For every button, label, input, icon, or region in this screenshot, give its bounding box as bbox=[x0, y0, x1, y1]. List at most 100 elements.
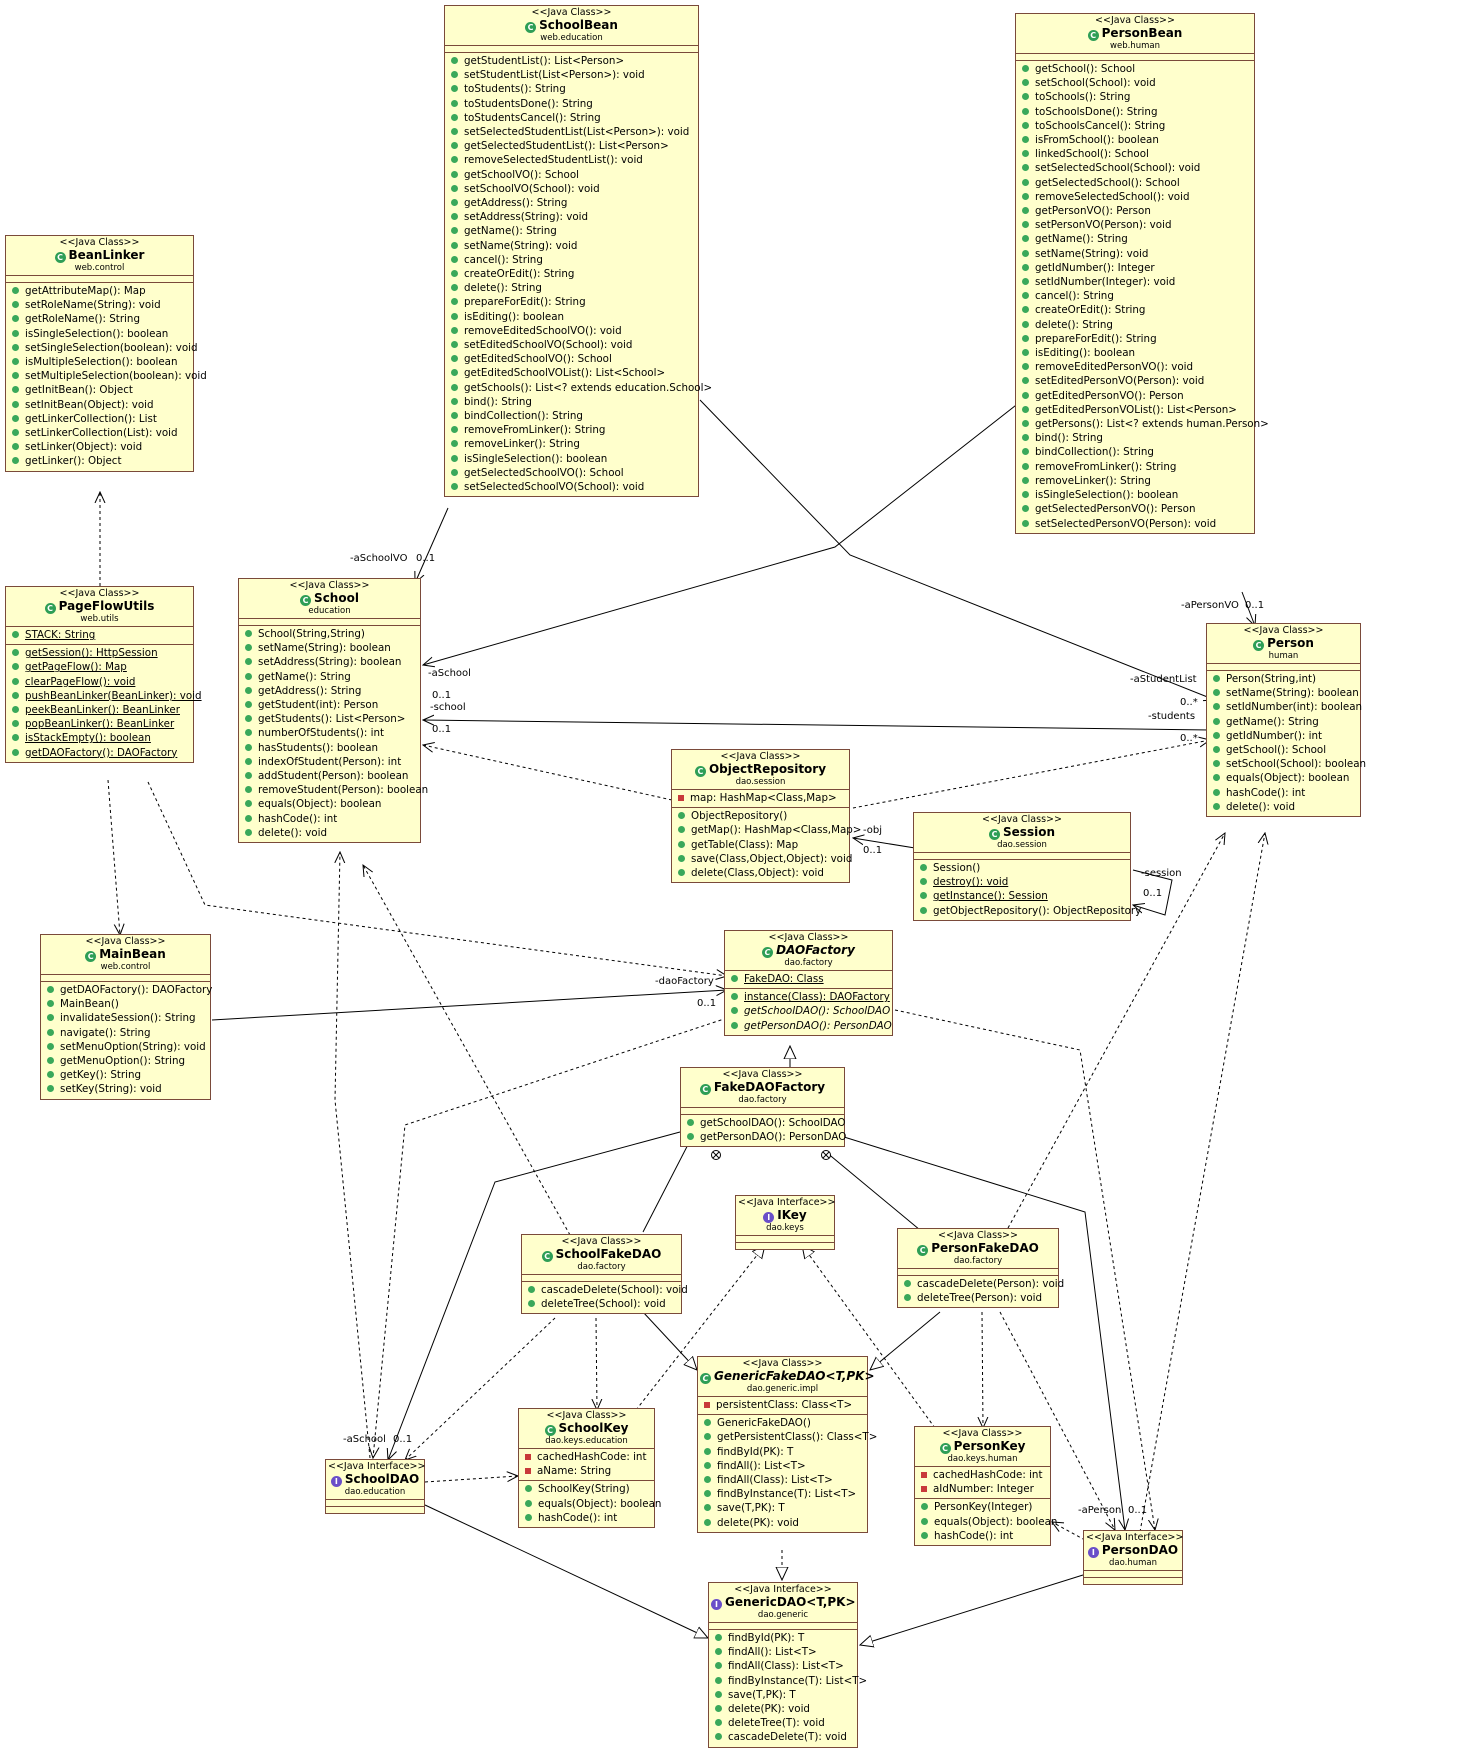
method-item[interactable]: removeLinker(): String bbox=[445, 437, 698, 451]
method-item[interactable]: getSchools(): List<? extends education.S… bbox=[445, 381, 712, 395]
method-item[interactable]: setLinker(Object): void bbox=[6, 440, 193, 454]
method-item[interactable]: getIdNumber(): Integer bbox=[1016, 261, 1254, 275]
method-item[interactable]: setEditedSchoolVO(School): void bbox=[445, 338, 698, 352]
method-item[interactable]: setMenuOption(String): void bbox=[41, 1040, 210, 1054]
method-item[interactable]: removeStudent(Person): boolean bbox=[239, 783, 428, 797]
method-item[interactable]: cancel(): String bbox=[445, 253, 698, 267]
method-item[interactable]: getInstance(): Session bbox=[914, 889, 1130, 903]
method-item[interactable]: setSelectedSchoolVO(School): void bbox=[445, 480, 698, 494]
method-item[interactable]: destroy(): void bbox=[914, 875, 1130, 889]
method-item[interactable]: getPersistentClass(): Class<T> bbox=[698, 1430, 877, 1444]
method-item[interactable]: getName(): String bbox=[239, 670, 420, 684]
method-item[interactable]: getName(): String bbox=[1016, 232, 1254, 246]
method-item[interactable]: setEditedPersonVO(Person): void bbox=[1016, 374, 1254, 388]
method-item[interactable]: getObjectRepository(): ObjectRepository bbox=[914, 904, 1141, 918]
method-item[interactable]: getPersonDAO(): PersonDAO bbox=[725, 1019, 892, 1033]
method-item[interactable]: isEditing(): boolean bbox=[1016, 346, 1254, 360]
method-item[interactable]: invalidateSession(): String bbox=[41, 1011, 210, 1025]
method-item[interactable]: getSchoolDAO(): SchoolDAO bbox=[681, 1116, 845, 1130]
method-item[interactable]: getStudents(): List<Person> bbox=[239, 712, 420, 726]
method-item[interactable]: isStackEmpty(): boolean bbox=[6, 731, 193, 745]
field-item[interactable]: FakeDAO: Class bbox=[725, 972, 892, 986]
method-item[interactable]: peekBeanLinker(): BeanLinker bbox=[6, 703, 193, 717]
method-item[interactable]: delete(): void bbox=[1207, 800, 1360, 814]
method-item[interactable]: GenericFakeDAO() bbox=[698, 1416, 867, 1430]
method-item[interactable]: isSingleSelection(): boolean bbox=[6, 327, 193, 341]
method-item[interactable]: findByInstance(T): List<T> bbox=[709, 1674, 867, 1688]
method-item[interactable]: setSelectedSchool(School): void bbox=[1016, 161, 1254, 175]
method-item[interactable]: navigate(): String bbox=[41, 1026, 210, 1040]
method-item[interactable]: save(T,PK): T bbox=[709, 1688, 857, 1702]
method-item[interactable]: hashCode(): int bbox=[519, 1511, 654, 1525]
method-item[interactable]: getSchool(): School bbox=[1207, 743, 1360, 757]
method-item[interactable]: toStudents(): String bbox=[445, 82, 698, 96]
method-item[interactable]: prepareForEdit(): String bbox=[1016, 332, 1254, 346]
method-item[interactable]: findById(PK): T bbox=[709, 1631, 857, 1645]
method-item[interactable]: setStudentList(List<Person>): void bbox=[445, 68, 698, 82]
method-item[interactable]: getSchoolVO(): School bbox=[445, 168, 698, 182]
method-item[interactable]: clearPageFlow(): void bbox=[6, 675, 193, 689]
method-item[interactable]: Person(String,int) bbox=[1207, 672, 1360, 686]
method-item[interactable]: Session() bbox=[914, 861, 1130, 875]
method-item[interactable]: setSelectedPersonVO(Person): void bbox=[1016, 517, 1254, 531]
method-item[interactable]: removeSelectedSchool(): void bbox=[1016, 190, 1254, 204]
method-item[interactable]: getIdNumber(): int bbox=[1207, 729, 1360, 743]
method-item[interactable]: hasStudents(): boolean bbox=[239, 741, 420, 755]
method-item[interactable]: cascadeDelete(T): void bbox=[709, 1730, 857, 1744]
method-item[interactable]: indexOfStudent(Person): int bbox=[239, 755, 420, 769]
method-item[interactable]: delete(Class,Object): void bbox=[672, 866, 849, 880]
method-item[interactable]: equals(Object): boolean bbox=[1207, 771, 1360, 785]
method-item[interactable]: createOrEdit(): String bbox=[445, 267, 698, 281]
method-item[interactable]: findById(PK): T bbox=[698, 1445, 867, 1459]
method-item[interactable]: getSelectedStudentList(): List<Person> bbox=[445, 139, 698, 153]
method-item[interactable]: SchoolKey(String) bbox=[519, 1482, 654, 1496]
method-item[interactable]: getSchoolDAO(): SchoolDAO bbox=[725, 1004, 892, 1018]
field-item[interactable]: cachedHashCode: int bbox=[519, 1450, 654, 1464]
method-item[interactable]: getAddress(): String bbox=[239, 684, 420, 698]
method-item[interactable]: removeFromLinker(): String bbox=[1016, 460, 1254, 474]
method-item[interactable]: instance(Class): DAOFactory bbox=[725, 990, 892, 1004]
method-item[interactable]: removeEditedPersonVO(): void bbox=[1016, 360, 1254, 374]
method-item[interactable]: bind(): String bbox=[445, 395, 698, 409]
method-item[interactable]: createOrEdit(): String bbox=[1016, 303, 1254, 317]
method-item[interactable]: getPersonDAO(): PersonDAO bbox=[681, 1130, 846, 1144]
method-item[interactable]: setIdNumber(Integer): void bbox=[1016, 275, 1254, 289]
method-item[interactable]: getEditedSchoolVO(): School bbox=[445, 352, 698, 366]
field-item[interactable]: persistentClass: Class<T> bbox=[698, 1398, 867, 1412]
method-item[interactable]: getEditedSchoolVOList(): List<School> bbox=[445, 366, 698, 380]
method-item[interactable]: isSingleSelection(): boolean bbox=[1016, 488, 1254, 502]
method-item[interactable]: bindCollection(): String bbox=[1016, 445, 1254, 459]
method-item[interactable]: equals(Object): boolean bbox=[915, 1515, 1057, 1529]
method-item[interactable]: findAll(): List<T> bbox=[709, 1645, 857, 1659]
method-item[interactable]: delete(PK): void bbox=[709, 1702, 857, 1716]
method-item[interactable]: setMultipleSelection(boolean): void bbox=[6, 369, 207, 383]
method-item[interactable]: findByInstance(T): List<T> bbox=[698, 1487, 867, 1501]
method-item[interactable]: numberOfStudents(): int bbox=[239, 726, 420, 740]
method-item[interactable]: setSchoolVO(School): void bbox=[445, 182, 698, 196]
method-item[interactable]: getSelectedPersonVO(): Person bbox=[1016, 502, 1254, 516]
method-item[interactable]: popBeanLinker(): BeanLinker bbox=[6, 717, 193, 731]
method-item[interactable]: setLinkerCollection(List): void bbox=[6, 426, 193, 440]
method-item[interactable]: getAddress(): String bbox=[445, 196, 698, 210]
method-item[interactable]: removeSelectedStudentList(): void bbox=[445, 153, 698, 167]
method-item[interactable]: setRoleName(String): void bbox=[6, 298, 193, 312]
method-item[interactable]: setInitBean(Object): void bbox=[6, 398, 193, 412]
method-item[interactable]: prepareForEdit(): String bbox=[445, 295, 698, 309]
method-item[interactable]: getMap(): HashMap<Class,Map> bbox=[672, 823, 861, 837]
method-item[interactable]: getAttributeMap(): Map bbox=[6, 284, 193, 298]
method-item[interactable]: getRoleName(): String bbox=[6, 312, 193, 326]
